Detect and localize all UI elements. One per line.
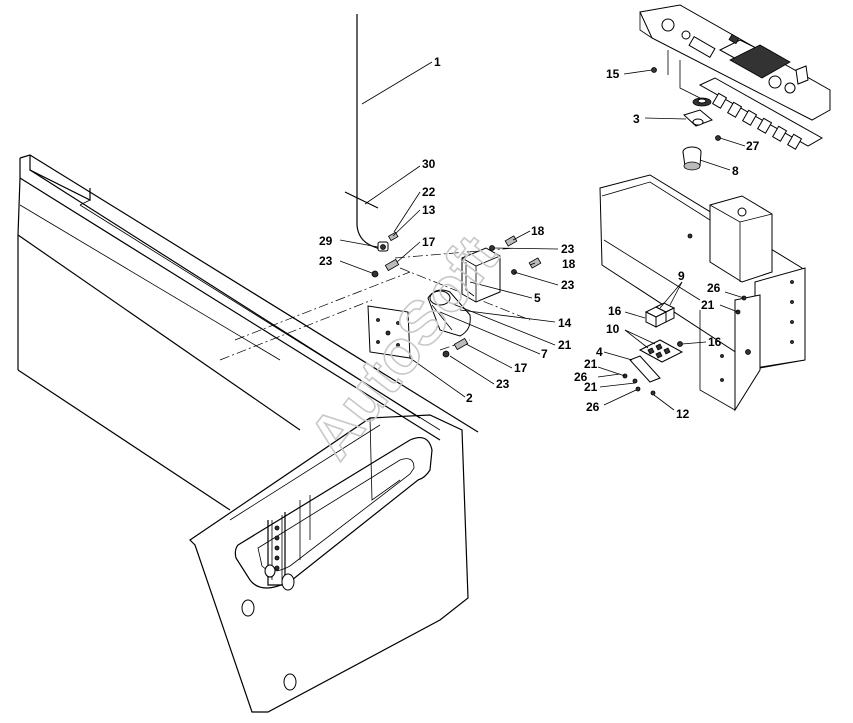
console-housing — [599, 174, 806, 412]
relay-block — [644, 302, 676, 328]
frame-hole — [281, 573, 295, 591]
screw-12 — [650, 390, 656, 396]
washer-21d — [635, 386, 641, 392]
callout-30: 30 — [422, 157, 436, 171]
bolt-18a — [504, 235, 518, 247]
cover-plate-4 — [622, 355, 661, 396]
callout-16: 16 — [608, 304, 622, 318]
callout-26: 26 — [574, 370, 588, 384]
callout-18: 18 — [562, 257, 576, 271]
screw-13 — [387, 231, 399, 242]
switch-bank — [711, 92, 803, 150]
callout-4: 4 — [596, 345, 603, 359]
callout-12: 12 — [676, 407, 690, 421]
callout-21: 21 — [558, 338, 572, 352]
callout-23: 23 — [319, 254, 333, 268]
callout-15: 15 — [606, 67, 620, 81]
callout-13: 13 — [422, 203, 436, 217]
callout-23: 23 — [496, 377, 510, 391]
mount-bracket-3 — [683, 97, 721, 141]
nut-23 — [371, 270, 379, 278]
callout-23: 23 — [561, 278, 575, 292]
callout-27: 27 — [746, 139, 760, 153]
connector-hardware — [371, 231, 400, 278]
callout-7: 7 — [541, 347, 548, 361]
callout-17: 17 — [422, 235, 436, 249]
cylinder-module — [427, 289, 471, 358]
callout-17: 17 — [514, 361, 528, 375]
callout-8: 8 — [732, 164, 739, 178]
nut-27 — [715, 135, 721, 141]
frame-hole — [241, 599, 255, 617]
callout-26: 26 — [707, 281, 721, 295]
callout-3: 3 — [633, 112, 640, 126]
callout-29: 29 — [319, 234, 333, 248]
screw-15 — [651, 67, 657, 73]
callout-14: 14 — [558, 316, 572, 330]
frame-hole — [264, 564, 276, 578]
callout-10: 10 — [606, 322, 620, 336]
frame-beam — [17, 154, 479, 713]
callout-labels: 1 30 22 13 29 17 23 18 23 18 23 5 14 21 … — [319, 55, 760, 421]
callout-23: 23 — [561, 242, 575, 256]
callout-1: 1 — [434, 55, 441, 69]
cable-tie — [344, 191, 379, 209]
bolt-17 — [384, 258, 400, 272]
bolt-17b — [453, 337, 469, 351]
callout-2: 2 — [466, 391, 473, 405]
knob-8 — [682, 146, 702, 171]
callout-26: 26 — [586, 400, 600, 414]
callout-16: 16 — [708, 335, 722, 349]
callout-9: 9 — [678, 269, 685, 283]
callout-22: 22 — [422, 185, 436, 199]
nut-23d — [442, 350, 450, 358]
callout-21: 21 — [584, 357, 598, 371]
callout-18: 18 — [531, 224, 545, 238]
control-panel — [639, 4, 831, 150]
leader-lines — [339, 61, 746, 411]
callout-5: 5 — [534, 291, 541, 305]
callout-21: 21 — [701, 298, 715, 312]
perforated-post — [274, 525, 280, 571]
antenna-cable — [344, 14, 383, 251]
terminal-block-10 — [638, 339, 684, 363]
washer-21c — [632, 378, 638, 384]
frame-hole — [283, 673, 297, 691]
callout-21: 21 — [584, 380, 598, 394]
